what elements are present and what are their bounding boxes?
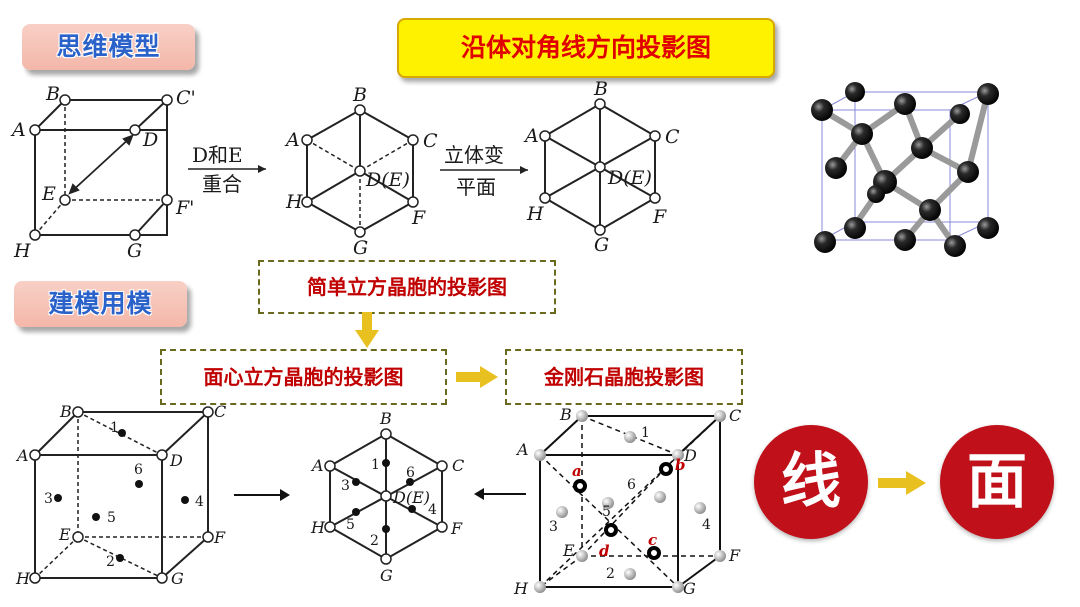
label-a: A <box>10 119 26 141</box>
diamond-label-a: A <box>515 440 529 459</box>
fcc-label-f: F <box>213 528 226 547</box>
fcc-label-b: B <box>59 402 72 421</box>
hex1-label-de: D(E) <box>365 169 410 191</box>
diamond-label-f: F <box>728 546 741 565</box>
hex2-label-c: C <box>665 126 680 148</box>
fcc-hex-label-c: C <box>452 456 464 475</box>
hex2-label-f: F <box>652 206 667 228</box>
hex2-label-de: D(E) <box>607 167 652 189</box>
diamond-letter-c: c <box>648 531 657 549</box>
label-e: E <box>41 183 56 205</box>
hex1-label-h: H <box>285 191 303 213</box>
fcc-label-a: A <box>15 446 29 465</box>
fcc-hex-label-h: H <box>310 518 326 537</box>
fcc-num-6: 6 <box>134 462 143 478</box>
arrow1-bottom-label: 重合 <box>202 172 242 196</box>
hex1-label-a: A <box>284 129 300 151</box>
plane-circle: 面 <box>940 425 1054 539</box>
page-title: 沿体对角线方向投影图 <box>397 18 775 78</box>
fcc-hex-num-4: 4 <box>428 502 437 518</box>
arrow1-top-label: D和E <box>192 143 243 167</box>
diamond-letter-b: b <box>675 456 686 474</box>
label-g: G <box>127 240 142 262</box>
diamond-num-5: 5 <box>602 504 611 520</box>
diamond-label-e: E <box>562 541 575 560</box>
fcc-label-g: G <box>171 569 184 588</box>
fcc-hex-num-6: 6 <box>406 465 415 481</box>
hex1-label-g: G <box>353 237 368 259</box>
fcc-num-5: 5 <box>107 510 116 526</box>
diamond-num-1: 1 <box>641 425 650 441</box>
diamond-label-d: D <box>683 446 697 465</box>
diamond-label-h: H <box>513 579 529 598</box>
fcc-hex-label-f: F <box>450 519 463 538</box>
diamond-num-3: 3 <box>549 519 558 535</box>
hex1-label-c: C <box>423 130 438 152</box>
yellow-right-arrow-icon <box>456 366 498 388</box>
diamond-crystal-model <box>811 82 999 257</box>
diamond-label-b: B <box>559 405 572 424</box>
label-b: B <box>45 83 60 105</box>
hex2-label-b: B <box>593 78 608 100</box>
fcc-label-d: D <box>169 451 183 470</box>
fcc-hex-num-2: 2 <box>370 533 379 549</box>
fcc-hex-num-5: 5 <box>346 517 355 533</box>
fcc-label-c: C <box>214 402 226 421</box>
arrow2-top-label: 立体变 <box>444 143 504 167</box>
simple-cubic-projection-box: 简单立方晶胞的投影图 <box>258 260 556 314</box>
hex2-label-a: A <box>523 125 539 147</box>
label-h: H <box>13 240 31 262</box>
fcc-hex-label-b: B <box>379 409 392 428</box>
label-f-prime: F' <box>175 197 194 219</box>
fcc-hex-label-a: A <box>310 456 324 475</box>
fcc-hex-label-g: G <box>380 566 393 585</box>
hex2-label-g: G <box>594 234 609 256</box>
yellow-right-arrow-icon <box>878 471 926 495</box>
fcc-label-e: E <box>58 525 71 544</box>
diamond-num-2: 2 <box>606 566 615 582</box>
yellow-down-arrow-icon <box>355 312 379 348</box>
hex2-label-h: H <box>526 203 544 225</box>
fcc-label-h: H <box>15 569 31 588</box>
diamond-num-4: 4 <box>702 517 711 533</box>
fcc-hex-num-3: 3 <box>341 478 350 494</box>
fcc-hex-label-de: D(E) <box>392 488 430 507</box>
hex1-label-b: B <box>352 84 367 106</box>
diamond-letter-a: a <box>572 462 582 480</box>
diamond-projection-box: 金刚石晶胞投影图 <box>505 349 743 405</box>
diamond-letter-d: d <box>599 542 610 560</box>
applying-model-tag: 建模用模 <box>14 281 187 327</box>
cube-diagram-1 <box>34 99 168 236</box>
thinking-model-tag: 思维模型 <box>22 24 195 70</box>
fcc-num-2: 2 <box>106 554 115 570</box>
diamond-label-c: C <box>729 406 741 425</box>
line-circle: 线 <box>754 425 868 539</box>
label-c-prime: C' <box>176 87 196 109</box>
diamond-cube-diagram <box>539 415 721 588</box>
fcc-num-4: 4 <box>195 494 204 510</box>
arrow2-bottom-label: 平面 <box>456 175 496 199</box>
fcc-hex-num-1: 1 <box>371 457 380 473</box>
fcc-projection-box: 面心立方晶胞的投影图 <box>160 349 447 405</box>
hex1-label-f: F <box>411 207 426 229</box>
diamond-num-6: 6 <box>627 477 636 493</box>
diamond-label-g: G <box>683 579 696 598</box>
fcc-num-1: 1 <box>110 420 119 436</box>
label-d: D <box>142 129 158 151</box>
fcc-num-3: 3 <box>44 491 53 507</box>
